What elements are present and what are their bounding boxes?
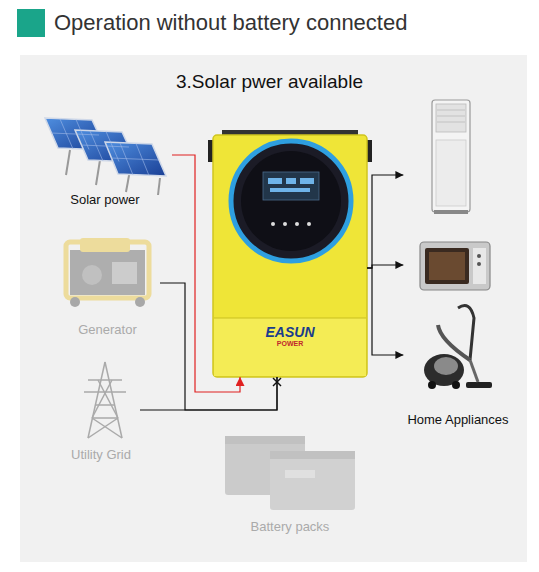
grid-tower-icon <box>84 362 126 438</box>
inverter-node: EASUNPOWER <box>213 135 367 377</box>
node-label: Utility Grid <box>71 447 131 463</box>
node-label: Solar power <box>70 192 139 208</box>
node-label: Home Appliances <box>407 412 508 428</box>
battery-icon <box>225 436 355 510</box>
diagram-title: Operation without battery connected <box>54 7 407 39</box>
solar-panels <box>45 118 166 195</box>
connector <box>140 377 277 410</box>
connector <box>172 155 240 392</box>
battery-node: Battery packs <box>215 425 365 537</box>
air-conditioner-icon <box>432 100 470 214</box>
microwave-icon <box>420 242 490 290</box>
generator-node: Generator <box>55 230 160 340</box>
inverter-body <box>208 130 372 377</box>
generator-icon <box>66 238 149 307</box>
solar-node: Solar power <box>38 112 172 210</box>
background-panel <box>20 55 527 562</box>
grid-node: Utility Grid <box>62 355 140 465</box>
panel-heading: 3.Solar pwer available <box>0 70 539 94</box>
node-label: Battery packs <box>251 519 330 535</box>
node-label: EASUN <box>265 325 314 340</box>
title-square <box>17 9 45 37</box>
connector <box>160 283 277 410</box>
appliances-node: Home Appliances <box>403 95 512 430</box>
connector <box>367 268 403 355</box>
connector <box>367 175 403 268</box>
vacuum-icon <box>424 306 492 389</box>
node-label: Generator <box>78 322 137 338</box>
node-sublabel: POWER <box>277 340 303 348</box>
